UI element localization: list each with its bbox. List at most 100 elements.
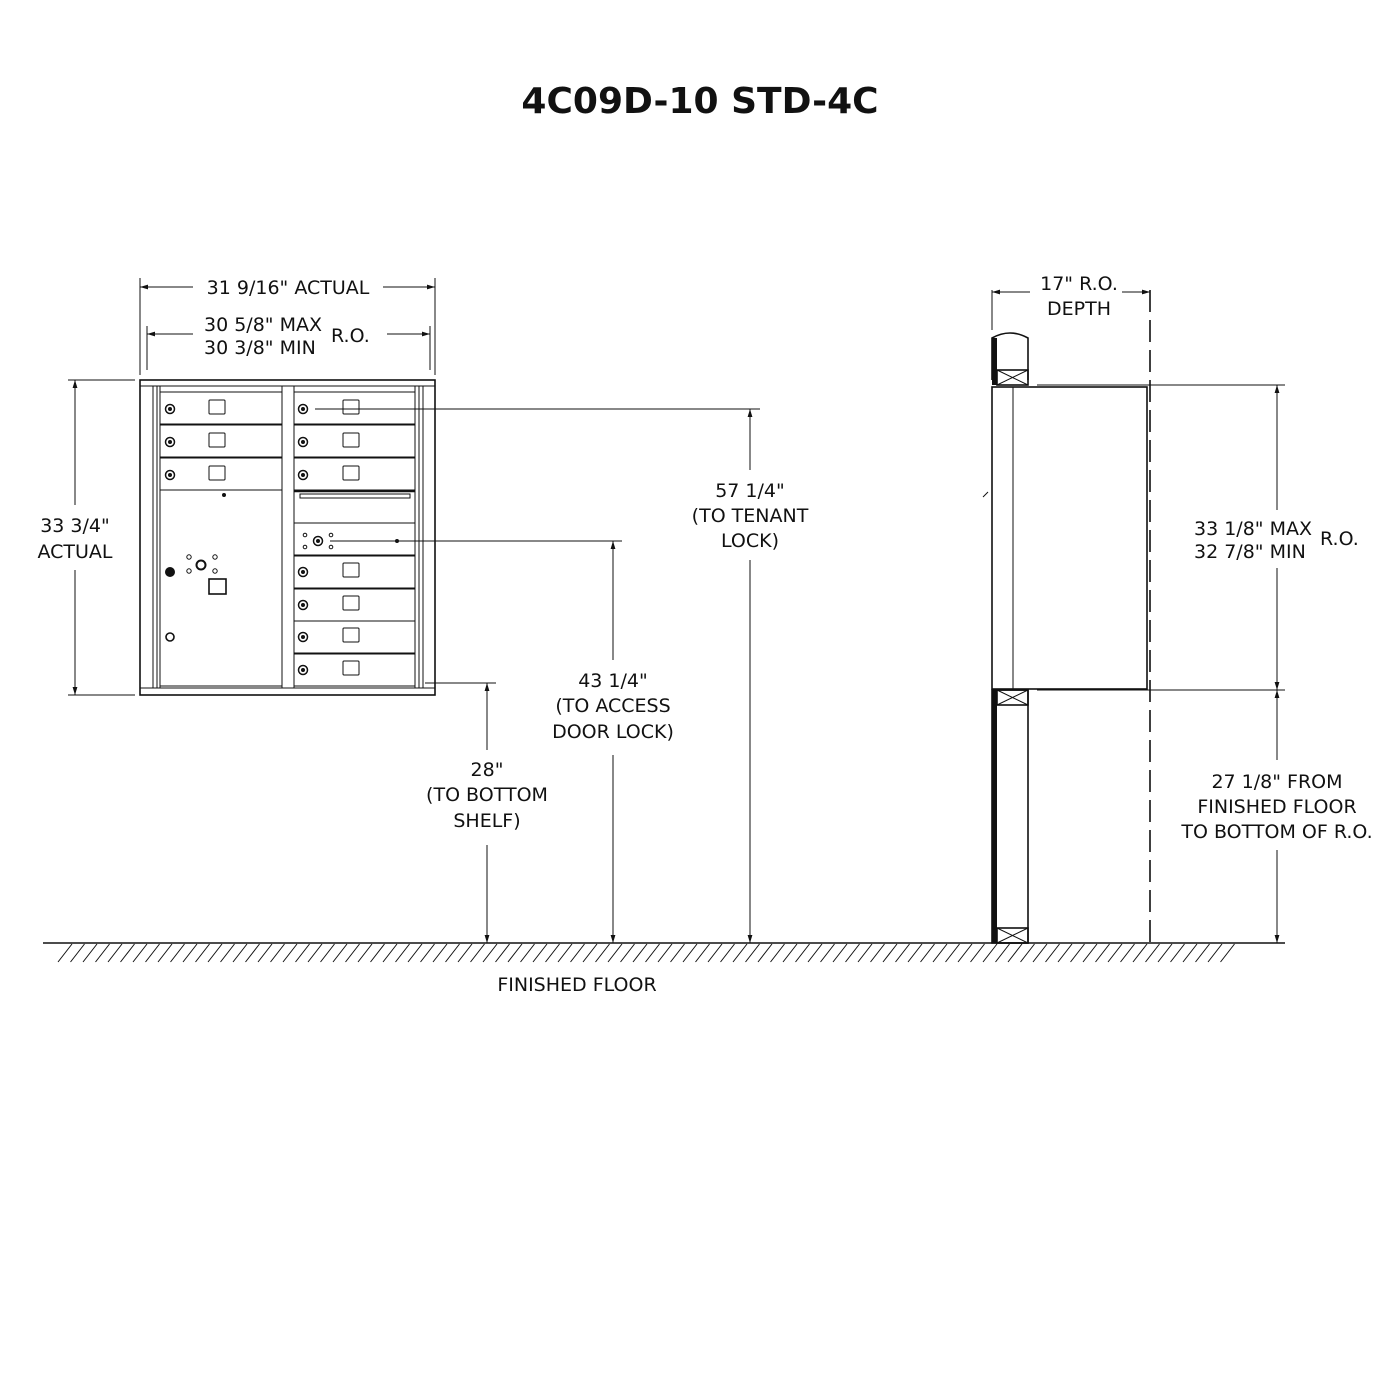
floor-hatch-line xyxy=(1220,943,1235,963)
floor-hatch-line xyxy=(557,943,573,963)
ro-width-max: 30 5/8" MAX xyxy=(204,314,322,336)
floor-hatch-line xyxy=(245,943,260,963)
floor-hatch-line xyxy=(1182,943,1198,963)
floor-hatch-line xyxy=(757,943,773,963)
floor-hatch-line xyxy=(107,943,123,963)
floor-hatch-line xyxy=(307,943,323,963)
floor-hatch-line xyxy=(420,943,435,963)
floor-to-ro-height: 27 1/8" FROM xyxy=(1211,771,1342,793)
floor-hatch-line xyxy=(845,943,860,963)
floor-hatch-line xyxy=(807,943,823,963)
floor-hatch-line xyxy=(570,943,585,963)
ro-height-min: 32 7/8" MIN xyxy=(1194,541,1306,563)
width-actual-label: 31 9/16" ACTUAL xyxy=(207,277,370,299)
floor-hatch-line xyxy=(82,943,98,963)
floor-hatch-line xyxy=(157,943,173,963)
floor-hatch-line xyxy=(282,943,298,963)
bottom-shelf-note: (TO BOTTOM xyxy=(426,784,548,806)
floor-hatch-line xyxy=(682,943,698,963)
floor-hatch-line xyxy=(120,943,135,963)
height-actual-label: ACTUAL xyxy=(37,541,112,563)
floor-hatch-line xyxy=(645,943,660,963)
floor-hatch-line xyxy=(132,943,148,963)
floor-hatch-line xyxy=(545,943,560,963)
height-actual-value: 33 3/4" xyxy=(40,515,110,537)
floor-hatch-line xyxy=(407,943,423,963)
floor-hatch-line xyxy=(582,943,598,963)
front-view xyxy=(139,379,436,696)
floor-hatch-line xyxy=(1045,943,1060,963)
floor-hatch-line xyxy=(895,943,910,963)
floor-hatch-line xyxy=(782,943,798,963)
floor-hatch-line xyxy=(1132,943,1148,963)
floor-hatch-line xyxy=(707,943,723,963)
floor-hatch-line xyxy=(357,943,373,963)
floor-hatch-line xyxy=(995,943,1010,963)
access-lock-note-2: DOOR LOCK) xyxy=(552,721,674,743)
floor-hatch-line xyxy=(1107,943,1123,963)
floor-hatch-line xyxy=(57,943,73,963)
floor-hatch-line xyxy=(770,943,785,963)
finished-floor: FINISHED FLOOR xyxy=(43,942,1285,996)
bottom-shelf-note-2: SHELF) xyxy=(453,810,520,832)
floor-hatch-line xyxy=(1207,943,1223,963)
floor-hatch-line xyxy=(270,943,285,963)
floor-to-ro-note: FINISHED FLOOR xyxy=(1197,796,1356,818)
floor-hatch-line xyxy=(495,943,510,963)
floor-hatch-line xyxy=(945,943,960,963)
floor-hatch-line xyxy=(532,943,548,963)
floor-hatch-line xyxy=(1057,943,1073,963)
tenant-lock-note: (TO TENANT xyxy=(692,505,809,527)
floor-hatch-line xyxy=(482,943,498,963)
floor-hatch-line xyxy=(1095,943,1110,963)
floor-hatch-line xyxy=(1145,943,1160,963)
ro-width-label: R.O. xyxy=(331,325,370,347)
front-dimensions: 31 9/16" ACTUAL 30 5/8" MAX 30 3/8" MIN … xyxy=(37,277,809,943)
floor-hatch-line xyxy=(457,943,473,963)
floor-hatch-line xyxy=(195,943,210,963)
floor-hatch-line xyxy=(882,943,898,963)
floor-hatch-line xyxy=(1020,943,1035,963)
floor-hatch-line xyxy=(607,943,623,963)
floor-hatch-line xyxy=(257,943,273,963)
floor-hatch-line xyxy=(332,943,348,963)
tenant-lock-height: 57 1/4" xyxy=(715,480,785,502)
floor-hatch-line xyxy=(345,943,360,963)
floor-hatch-line xyxy=(795,943,810,963)
floor-hatch-line xyxy=(507,943,523,963)
tenant-lock-note-2: LOCK) xyxy=(721,530,779,552)
floor-hatch-line xyxy=(145,943,160,963)
floor-hatch-line xyxy=(1157,943,1173,963)
floor-hatch-line xyxy=(170,943,185,963)
floor-hatch-line xyxy=(395,943,410,963)
floor-hatch-line xyxy=(1070,943,1085,963)
floor-hatch-line xyxy=(182,943,198,963)
floor-hatch-line xyxy=(432,943,448,963)
floor-hatch-line xyxy=(207,943,223,963)
floor-to-ro-note-2: TO BOTTOM OF R.O. xyxy=(1180,821,1372,843)
floor-hatch-line xyxy=(470,943,485,963)
floor-hatch-line xyxy=(70,943,85,963)
parcel-locker-door xyxy=(159,489,283,687)
floor-hatch-line xyxy=(632,943,648,963)
access-lock-note: (TO ACCESS xyxy=(555,695,670,717)
tenant-doors-right xyxy=(293,391,416,687)
floor-hatch-line xyxy=(670,943,685,963)
floor-hatch-line xyxy=(382,943,398,963)
floor-hatch-line xyxy=(720,943,735,963)
floor-hatch-line xyxy=(957,943,973,963)
floor-hatch-line xyxy=(1032,943,1048,963)
depth-note: DEPTH xyxy=(1047,298,1111,320)
floor-hatch-line xyxy=(932,943,948,963)
floor-hatch-line xyxy=(820,943,835,963)
floor-hatch-line xyxy=(1120,943,1135,963)
floor-hatch-line xyxy=(745,943,760,963)
floor-hatch-line xyxy=(832,943,848,963)
floor-hatch-line xyxy=(870,943,885,963)
floor-hatch-line xyxy=(220,943,235,963)
floor-hatch-line xyxy=(970,943,985,963)
ro-height-max: 33 1/8" MAX xyxy=(1194,518,1312,540)
floor-hatch-line xyxy=(1195,943,1210,963)
finished-floor-label: FINISHED FLOOR xyxy=(497,974,656,996)
